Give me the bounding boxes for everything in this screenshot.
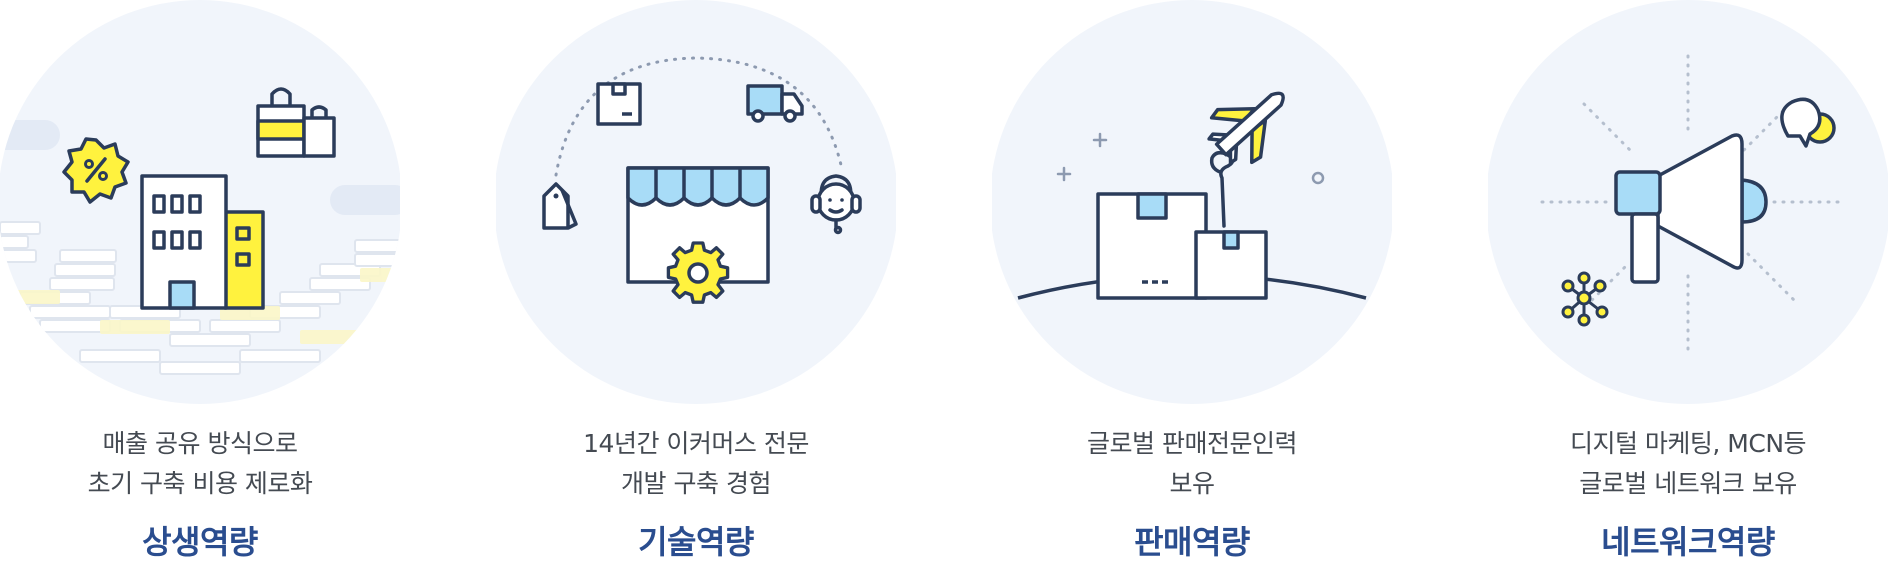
sparkle-decorations [1056,132,1325,185]
megaphone-icon [1614,133,1768,284]
shopping-bags-icon [256,87,336,158]
airplane-icon [1207,91,1285,165]
feature-technology: 14년간 이커머스 전문 개발 구축 경험 기술역량 [496,0,896,561]
description-line-2: 글로벌 네트워크 보유 [1579,469,1797,498]
feature-description: 14년간 이커머스 전문 개발 구축 경험 [496,424,896,504]
headset-agent-icon [810,174,862,235]
description-line-2: 보유 [1169,469,1215,498]
description-line-1: 디지털 마케팅, MCN등 [1569,429,1807,458]
dotted-arc [554,56,843,177]
feature-description: 디지털 마케팅, MCN등 글로벌 네트워크 보유 [1488,424,1888,504]
feature-coexistence: 매출 공유 방식으로 초기 구축 비용 제로화 상생역량 [0,0,400,561]
feature-title: 상생역량 [142,523,258,561]
feature-title: 네트워크역량 [1601,523,1775,561]
description-line-1: 매출 공유 방식으로 [102,429,298,458]
parcel-icon [596,82,642,126]
gear-icon [666,241,730,304]
network-illustration [1488,0,1888,404]
speech-bubbles-icon [1780,97,1836,148]
boxes-icon [1096,192,1268,300]
coexistence-illustration [0,0,400,404]
price-tag-icon [542,182,578,230]
feature-network: 디지털 마케팅, MCN등 글로벌 네트워크 보유 네트워크역량 [1488,0,1888,561]
network-node-icon [1561,271,1609,327]
description-line-2: 개발 구축 경험 [621,469,771,498]
sales-illustration [992,0,1392,404]
technology-illustration [496,0,896,404]
feature-description: 글로벌 판매전문인력 보유 [992,424,1392,504]
city-background [0,120,400,375]
delivery-truck-icon [746,84,804,123]
description-line-2: 초기 구축 비용 제로화 [87,469,313,498]
percent-badge-icon [62,137,130,204]
feature-title: 판매역량 [1134,523,1250,561]
feature-description: 매출 공유 방식으로 초기 구축 비용 제로화 [0,424,400,504]
description-line-1: 글로벌 판매전문인력 [1087,429,1297,458]
description-line-1: 14년간 이커머스 전문 [583,429,809,458]
dotted-rays [1540,54,1840,354]
feature-sales: 글로벌 판매전문인력 보유 판매역량 [992,0,1392,561]
feature-title: 기술역량 [638,523,754,561]
storefront-gear-icon [626,166,770,284]
building-icon [140,174,265,310]
